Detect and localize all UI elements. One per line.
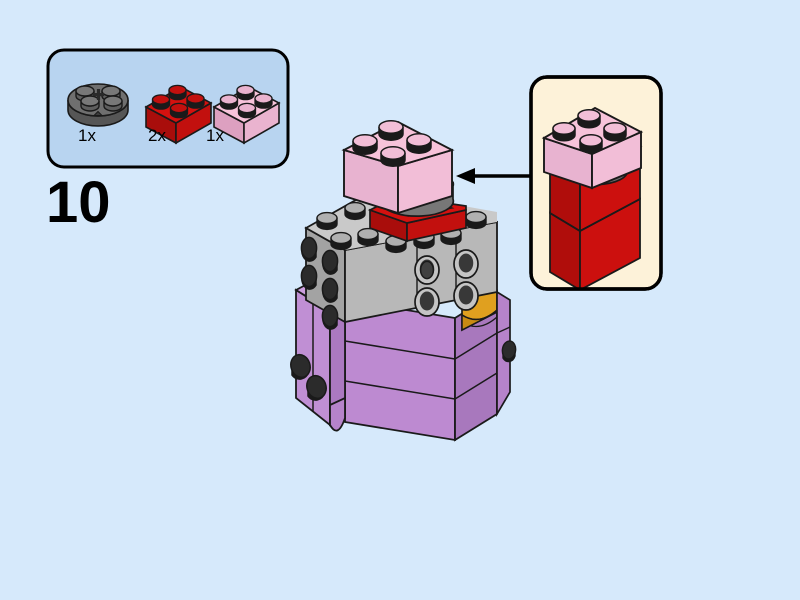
callout-box <box>529 75 663 291</box>
part-quantity-label: 2x <box>148 126 166 145</box>
parts-list-box: 1x 2x <box>46 48 290 169</box>
part-item-brick-2x2-pink: 1x <box>206 84 281 145</box>
callout-pink-brick <box>541 106 644 190</box>
part-quantity-label: 1x <box>78 126 96 145</box>
model-assembly <box>290 120 517 442</box>
part-item-brick-2x2-red: 2x <box>144 84 213 145</box>
part-item-round-plate-2x2-dark-gray: 1x <box>67 83 129 145</box>
model-pink-brick-top <box>341 120 455 215</box>
side-stud-holes-front <box>414 249 479 317</box>
step-number: 10 <box>46 170 111 235</box>
callout-frame-overlay <box>529 75 663 291</box>
axle-hole-marking <box>93 89 104 100</box>
callout-pointer-arrow <box>456 168 531 184</box>
side-studs-left <box>300 236 339 330</box>
part-quantity-label: 1x <box>206 126 224 145</box>
